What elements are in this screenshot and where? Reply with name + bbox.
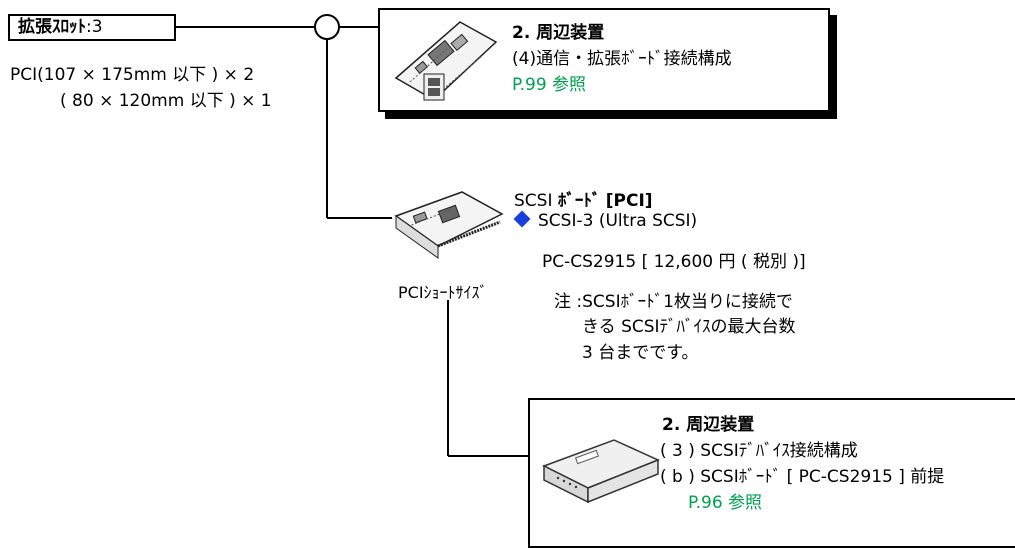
scsi-spec-text: SCSI-3 (Ultra SCSI) — [538, 211, 698, 231]
scsi-title-suffix: [PCI] — [605, 191, 653, 211]
scsi-card-image — [394, 191, 504, 259]
ref-top-section: (4)通信・拡張ﾎﾞｰﾄﾞ接続構成 — [512, 49, 732, 69]
scsi-title-bold: ﾎﾞｰﾄﾞ — [557, 191, 601, 211]
scsi-model: PC-CS2915 [ 12,600 円 ( 税別 )] — [542, 252, 806, 272]
ref-bottom-section-2: ( b ) SCSIﾎﾞｰﾄﾞ [ PC-CS2915 ] 前提 — [660, 467, 945, 487]
ref-card-bottom: 2. 周辺装置 ( 3 ) SCSIﾃﾞﾊﾞｲｽ接続構成 ( b ) SCSIﾎ… — [528, 398, 1015, 548]
scsi-note-line-2: きる SCSIﾃﾞﾊﾞｲｽの最大台数 — [582, 317, 796, 337]
ref-card-top: 2. 周辺装置 (4)通信・拡張ﾎﾞｰﾄﾞ接続構成 P.99 参照 — [378, 8, 830, 112]
expansion-slot-count: :3 — [86, 17, 103, 37]
slot-spec-1: PCI(107 × 175mm 以下 ) × 2 — [10, 65, 255, 85]
expansion-slot-label: 拡張ｽﾛｯﾄ — [18, 17, 86, 37]
pci-card-image — [394, 21, 498, 101]
ref-bottom-section-1: ( 3 ) SCSIﾃﾞﾊﾞｲｽ接続構成 — [660, 441, 858, 461]
scsi-title-prefix: SCSI — [514, 191, 553, 211]
scsi-board-title: SCSI ﾎﾞｰﾄﾞ [PCI] — [514, 186, 653, 211]
slot-spec-2: ( 80 × 120mm 以下 ) × 1 — [60, 91, 272, 111]
scsi-spec-line: SCSI-3 (Ultra SCSI) — [512, 210, 698, 231]
ref-bottom-chapter: 2. 周辺装置 — [662, 415, 755, 435]
ref-top-link[interactable]: P.99 参照 — [512, 75, 587, 95]
connector-lines — [176, 14, 528, 457]
bullet-diamond-icon — [513, 210, 531, 228]
scsi-size-label: PCIｼｮｰﾄｻｲｽﾞ — [398, 283, 488, 302]
scsi-note-line-1: 注 :SCSIﾎﾞｰﾄﾞ1枚当りに接続で — [554, 292, 793, 312]
ref-top-chapter: 2. 周辺装置 — [512, 23, 605, 43]
ref-bottom-link[interactable]: P.96 参照 — [688, 493, 763, 513]
scsi-note-line-3: 3 台までです。 — [582, 343, 699, 363]
expansion-slot-label-box: 拡張ｽﾛｯﾄ:3 — [8, 14, 176, 41]
external-drive-image — [542, 439, 660, 504]
